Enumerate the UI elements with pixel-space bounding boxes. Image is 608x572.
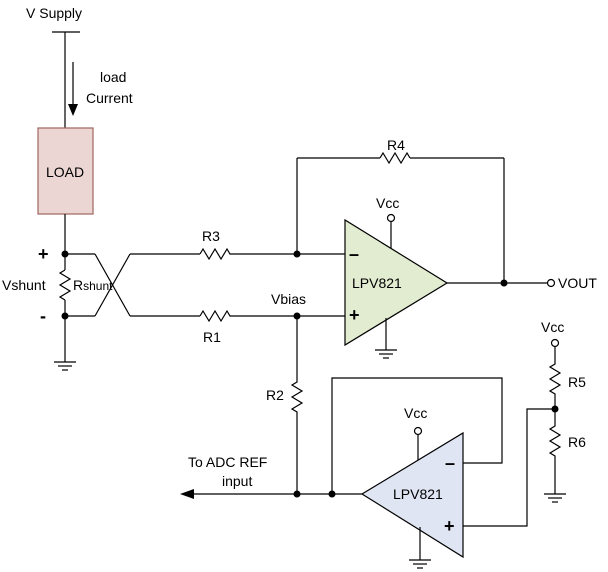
vcc-right-label: Vcc bbox=[541, 319, 564, 335]
rshunt-label-r: R bbox=[73, 277, 83, 293]
vshunt-label: Vshunt bbox=[2, 277, 46, 293]
buffer-feedback-wire bbox=[331, 377, 503, 494]
vout-node bbox=[500, 279, 508, 287]
r1-label: R1 bbox=[203, 329, 221, 345]
adc-label-1: To ADC REF bbox=[188, 454, 267, 470]
ground-symbol-amp2 bbox=[409, 559, 431, 569]
amp2-minus-sign: – bbox=[445, 453, 455, 473]
rshunt-label-sub: shunt bbox=[83, 279, 113, 293]
rshunt-label: Rshunt bbox=[73, 277, 113, 293]
shunt-minus-sign: - bbox=[40, 306, 46, 326]
r2-label: R2 bbox=[266, 387, 284, 403]
r1-resistor bbox=[199, 309, 297, 323]
adc-arrow-icon bbox=[180, 489, 194, 499]
load-current-label-2: Current bbox=[86, 90, 133, 106]
amp2-plus-sign: + bbox=[444, 516, 455, 536]
op-amp-1 bbox=[344, 218, 449, 347]
r5-label: R5 bbox=[568, 374, 586, 390]
rshunt-resistor bbox=[58, 254, 72, 316]
vout-label: VOUT bbox=[558, 275, 597, 291]
r3-label: R3 bbox=[202, 228, 220, 244]
cross-wires bbox=[65, 253, 200, 317]
vcc-top-label: Vcc bbox=[376, 195, 399, 211]
load-block bbox=[37, 127, 94, 215]
vbias-label: Vbias bbox=[271, 291, 306, 307]
adc-node-1 bbox=[293, 490, 301, 498]
r3-resistor bbox=[199, 247, 297, 261]
load-current-label-1: load bbox=[100, 69, 126, 85]
amp1-plus-sign: + bbox=[349, 305, 360, 325]
r4-feedback bbox=[296, 151, 505, 283]
r4-label: R4 bbox=[387, 137, 405, 153]
v-supply-label: V Supply bbox=[26, 5, 82, 21]
vcc-top-terminal bbox=[386, 213, 396, 223]
amp1-minus-sign: – bbox=[349, 244, 359, 264]
adc-label-2: input bbox=[222, 473, 252, 489]
ground-symbol-amp1 bbox=[375, 349, 397, 359]
vout-terminal bbox=[546, 278, 556, 288]
shunt-plus-sign: + bbox=[38, 244, 49, 264]
amp2-label: LPV821 bbox=[393, 486, 443, 502]
r6-label: R6 bbox=[568, 434, 586, 450]
op-amp-2 bbox=[360, 431, 464, 559]
r6-resistor bbox=[548, 409, 562, 494]
ground-symbol-shunt bbox=[54, 361, 76, 371]
load-label: LOAD bbox=[46, 164, 84, 180]
r5-resistor bbox=[548, 347, 562, 409]
vcc-bottom-terminal bbox=[413, 426, 423, 436]
amp1-label: LPV821 bbox=[352, 275, 402, 291]
divider-to-amp2-wire bbox=[463, 408, 555, 527]
vcc-right-terminal bbox=[550, 338, 560, 348]
ground-symbol-divider bbox=[544, 493, 566, 503]
r2-resistor bbox=[290, 316, 304, 494]
load-current-arrow bbox=[68, 62, 78, 116]
vcc-bottom-label: Vcc bbox=[404, 405, 427, 421]
